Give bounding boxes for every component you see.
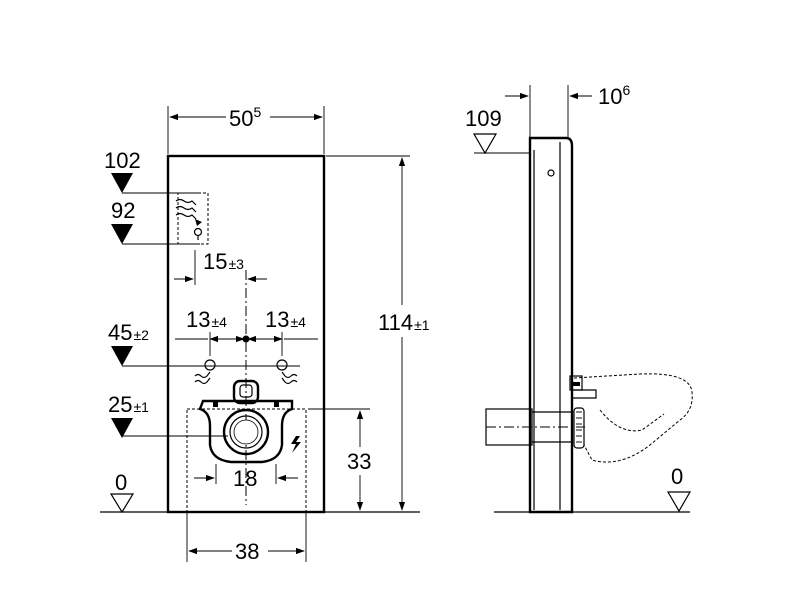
width-38-dimension: 38 bbox=[186, 512, 307, 564]
level-marker-filled-icon bbox=[111, 173, 133, 193]
width-38-value: 38 bbox=[235, 539, 259, 564]
installation-zone bbox=[186, 408, 307, 513]
level-102-label: 102 bbox=[104, 148, 141, 173]
front-view: 505 114±1 102 92 bbox=[100, 104, 440, 564]
svg-text:13±4: 13±4 bbox=[265, 307, 306, 332]
height-dimension: 114±1 bbox=[326, 155, 440, 513]
level-25-marker: 25±1 bbox=[108, 392, 228, 438]
level-marker-filled-icon bbox=[111, 346, 133, 366]
side-view: 106 109 bbox=[465, 82, 693, 514]
width-superscript: 5 bbox=[253, 104, 261, 120]
spacing-left-value: 13 bbox=[186, 307, 210, 332]
drain-pipe-side bbox=[485, 407, 585, 449]
level-45-value: 45 bbox=[108, 320, 132, 345]
level-0-front: 0 bbox=[109, 470, 135, 514]
wc-bracket bbox=[198, 399, 294, 464]
side-depth-value: 10 bbox=[598, 84, 622, 109]
height-tolerance: ±1 bbox=[414, 317, 430, 333]
svg-text:25±1: 25±1 bbox=[108, 392, 149, 417]
level-marker-outline-icon bbox=[109, 493, 135, 514]
svg-text:15±3: 15±3 bbox=[203, 249, 244, 274]
height-value: 114 bbox=[378, 310, 413, 335]
spacing-left-tolerance: ±4 bbox=[211, 314, 227, 330]
upper-connection bbox=[569, 375, 597, 399]
level-109-label: 109 bbox=[465, 106, 502, 131]
wc-bowl-outline bbox=[573, 373, 693, 463]
water-supply-icon bbox=[175, 198, 203, 240]
side-depth-superscript: 6 bbox=[622, 82, 630, 98]
level-marker-outline-icon bbox=[472, 133, 498, 155]
water-supply-icon bbox=[281, 371, 298, 379]
spacing-13-dimensions: 13±4 13±4 bbox=[175, 307, 318, 356]
svg-text:13±4: 13±4 bbox=[186, 307, 227, 332]
level-109-marker: 109 bbox=[465, 106, 530, 155]
depth-33-dimension: 33 bbox=[344, 410, 380, 511]
flush-button-icon bbox=[547, 169, 555, 177]
spacing-right-value: 13 bbox=[265, 307, 289, 332]
level-marker-filled-icon bbox=[111, 224, 133, 244]
level-marker-filled-icon bbox=[111, 418, 133, 438]
connection-right-icon bbox=[276, 359, 288, 371]
svg-text:106: 106 bbox=[598, 82, 630, 109]
level-0-side-label: 0 bbox=[671, 464, 683, 489]
level-45-tolerance: ±2 bbox=[133, 327, 149, 343]
water-supply-icon bbox=[194, 371, 211, 379]
level-marker-outline-icon bbox=[666, 491, 692, 513]
svg-text:505: 505 bbox=[229, 104, 261, 131]
water-supply-zone bbox=[177, 192, 209, 245]
spacing-right-tolerance: ±4 bbox=[290, 314, 306, 330]
width-dimension: 505 bbox=[167, 104, 325, 154]
water-connection-levels: 102 92 bbox=[104, 148, 209, 245]
drain-outlet bbox=[222, 408, 270, 456]
spacing-18-dimension: 18 bbox=[194, 464, 298, 491]
side-depth-dimension: 106 bbox=[505, 82, 630, 140]
connection-left-icon bbox=[204, 359, 216, 371]
flush-outlet bbox=[232, 379, 260, 405]
svg-text:45±2: 45±2 bbox=[108, 320, 149, 345]
level-0-side: 0 bbox=[666, 464, 692, 513]
offset-15-value: 15 bbox=[203, 249, 227, 274]
level-0-front-label: 0 bbox=[115, 470, 127, 495]
level-45-marker: 45±2 bbox=[108, 320, 300, 385]
spacing-18-value: 18 bbox=[233, 466, 257, 491]
width-value: 50 bbox=[229, 106, 253, 131]
svg-text:114±1: 114±1 bbox=[378, 310, 430, 335]
depth-33-value: 33 bbox=[347, 449, 371, 474]
level-25-value: 25 bbox=[108, 392, 132, 417]
offset-15-dimension: 15±3 bbox=[174, 249, 267, 285]
level-92-label: 92 bbox=[111, 198, 135, 223]
module-side-profile bbox=[528, 136, 574, 514]
offset-15-tolerance: ±3 bbox=[228, 256, 244, 272]
level-25-tolerance: ±1 bbox=[133, 399, 149, 415]
electrical-icon bbox=[291, 436, 301, 453]
